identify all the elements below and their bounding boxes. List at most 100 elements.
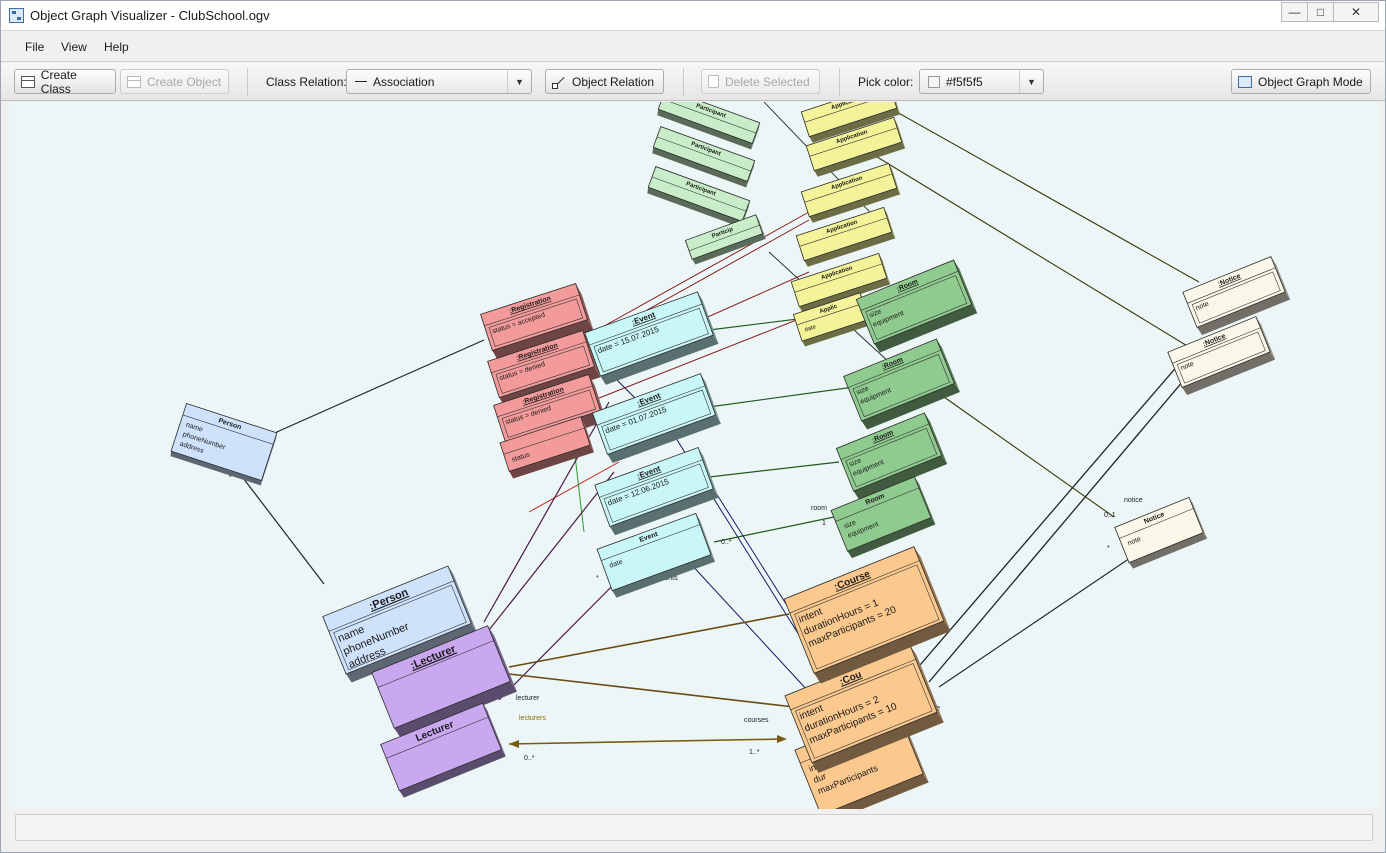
box-divider — [794, 263, 883, 293]
box-attribute: size — [856, 385, 870, 396]
box-face — [783, 546, 945, 674]
application-object: Application — [805, 116, 906, 177]
object-graph-mode-button[interactable]: Object Graph Mode — [1231, 69, 1371, 94]
generalization-edge — [236, 469, 325, 585]
box-side — [811, 712, 944, 773]
create-object-button[interactable]: Create Object — [120, 69, 229, 94]
box-side — [874, 304, 978, 353]
lecturer-course-edge — [508, 613, 790, 668]
create-class-label: Create Class — [40, 67, 77, 96]
box-face — [800, 102, 898, 138]
box-side — [647, 187, 743, 228]
room-edge — [713, 516, 835, 543]
graph-canvas[interactable]: lecturerlecturers0..*courses1..*courseev… — [9, 102, 1379, 809]
box-side — [575, 283, 594, 331]
box-face — [591, 373, 717, 455]
box-attribute: note — [1180, 361, 1195, 373]
toolbar: Create Class Create Object Class Relatio… — [1, 63, 1385, 101]
application-object: Application — [790, 252, 891, 313]
box-side — [814, 620, 951, 684]
box-divider — [656, 136, 752, 172]
lecturer-object: :Lecturer — [371, 625, 517, 739]
box-side — [657, 109, 753, 150]
box-divider — [689, 224, 760, 252]
maximize-button[interactable]: □ — [1307, 2, 1334, 22]
notice-edge — [878, 102, 1200, 283]
object-relation-button[interactable]: Object Relation — [545, 69, 664, 94]
box-side — [447, 565, 477, 632]
association-arrow — [777, 735, 787, 743]
box-face — [843, 338, 955, 422]
box-divider — [848, 349, 941, 388]
box-divider — [601, 524, 701, 561]
box-side — [913, 546, 951, 632]
lecturer-course-edge — [508, 673, 795, 708]
nodes-layer: ParticipantParticipantParticipantPartici… — [170, 102, 1291, 809]
attr-frame — [488, 298, 584, 347]
chevron-down-icon: ▼ — [1019, 70, 1043, 93]
box-face — [584, 291, 714, 377]
edge-label-room: room — [811, 505, 827, 512]
box-attribute: dur — [812, 771, 828, 785]
box-side — [394, 681, 517, 739]
color-picker[interactable]: #f5f5f5 ▼ — [919, 69, 1044, 94]
box-divider — [182, 414, 274, 445]
room-edge — [708, 461, 840, 478]
object-graph-mode-label: Object Graph Mode — [1258, 74, 1363, 89]
box-face — [322, 565, 472, 675]
box-side — [821, 773, 929, 809]
box-side — [698, 447, 719, 498]
edge-label-multiplicity: 0..* — [524, 755, 535, 762]
delete-selected-button[interactable]: Delete Selected — [701, 69, 820, 94]
edge-label-multiplicity: 0..1 — [1104, 512, 1116, 519]
class-relation-select[interactable]: Association ▼ — [346, 69, 532, 94]
box-divider — [796, 303, 864, 326]
box-divider — [497, 385, 593, 418]
box-divider — [1119, 508, 1194, 539]
box-side — [847, 517, 936, 559]
graph-scene[interactable]: lecturerlecturers0..*courses1..*courseev… — [9, 102, 1379, 809]
box-face — [594, 447, 714, 527]
pick-color-label: Pick color: — [858, 75, 914, 89]
attr-frame — [333, 584, 467, 671]
minimize-button[interactable]: — — [1281, 2, 1308, 22]
box-divider — [789, 560, 920, 614]
application-object: Application — [800, 162, 901, 223]
participant-object: Participant — [657, 102, 761, 150]
edge-label-lecturer: lecturer — [516, 695, 540, 702]
box-divider — [860, 270, 959, 311]
box-divider — [835, 487, 920, 522]
box-divider — [328, 580, 455, 632]
close-button[interactable]: ✕ — [1333, 2, 1379, 22]
box-side — [482, 703, 506, 757]
edge-label-multiplicity: * — [596, 575, 599, 582]
menu-help[interactable]: Help — [104, 40, 129, 54]
box-face — [800, 162, 898, 218]
association-line-icon — [355, 81, 367, 82]
box-side — [170, 451, 262, 486]
box-side — [809, 188, 901, 223]
box-side — [814, 142, 906, 177]
menu-view[interactable]: View — [61, 40, 87, 54]
class-relation-label: Class Relation: — [266, 75, 347, 89]
box-divider — [651, 176, 747, 212]
box-divider — [804, 173, 893, 203]
attr-frame — [1191, 271, 1281, 324]
event-course-edge — [688, 561, 810, 693]
attr-frame — [603, 463, 709, 523]
box-side — [1197, 291, 1291, 336]
menu-file[interactable]: File — [25, 40, 45, 54]
box-attribute: date — [804, 324, 818, 334]
create-class-button[interactable]: Create Class — [14, 67, 116, 96]
registration-edge — [528, 461, 620, 513]
box-side — [914, 476, 936, 525]
color-value: #f5f5f5 — [946, 74, 983, 89]
box-side — [692, 233, 766, 265]
course-notice-edge — [928, 373, 1190, 683]
